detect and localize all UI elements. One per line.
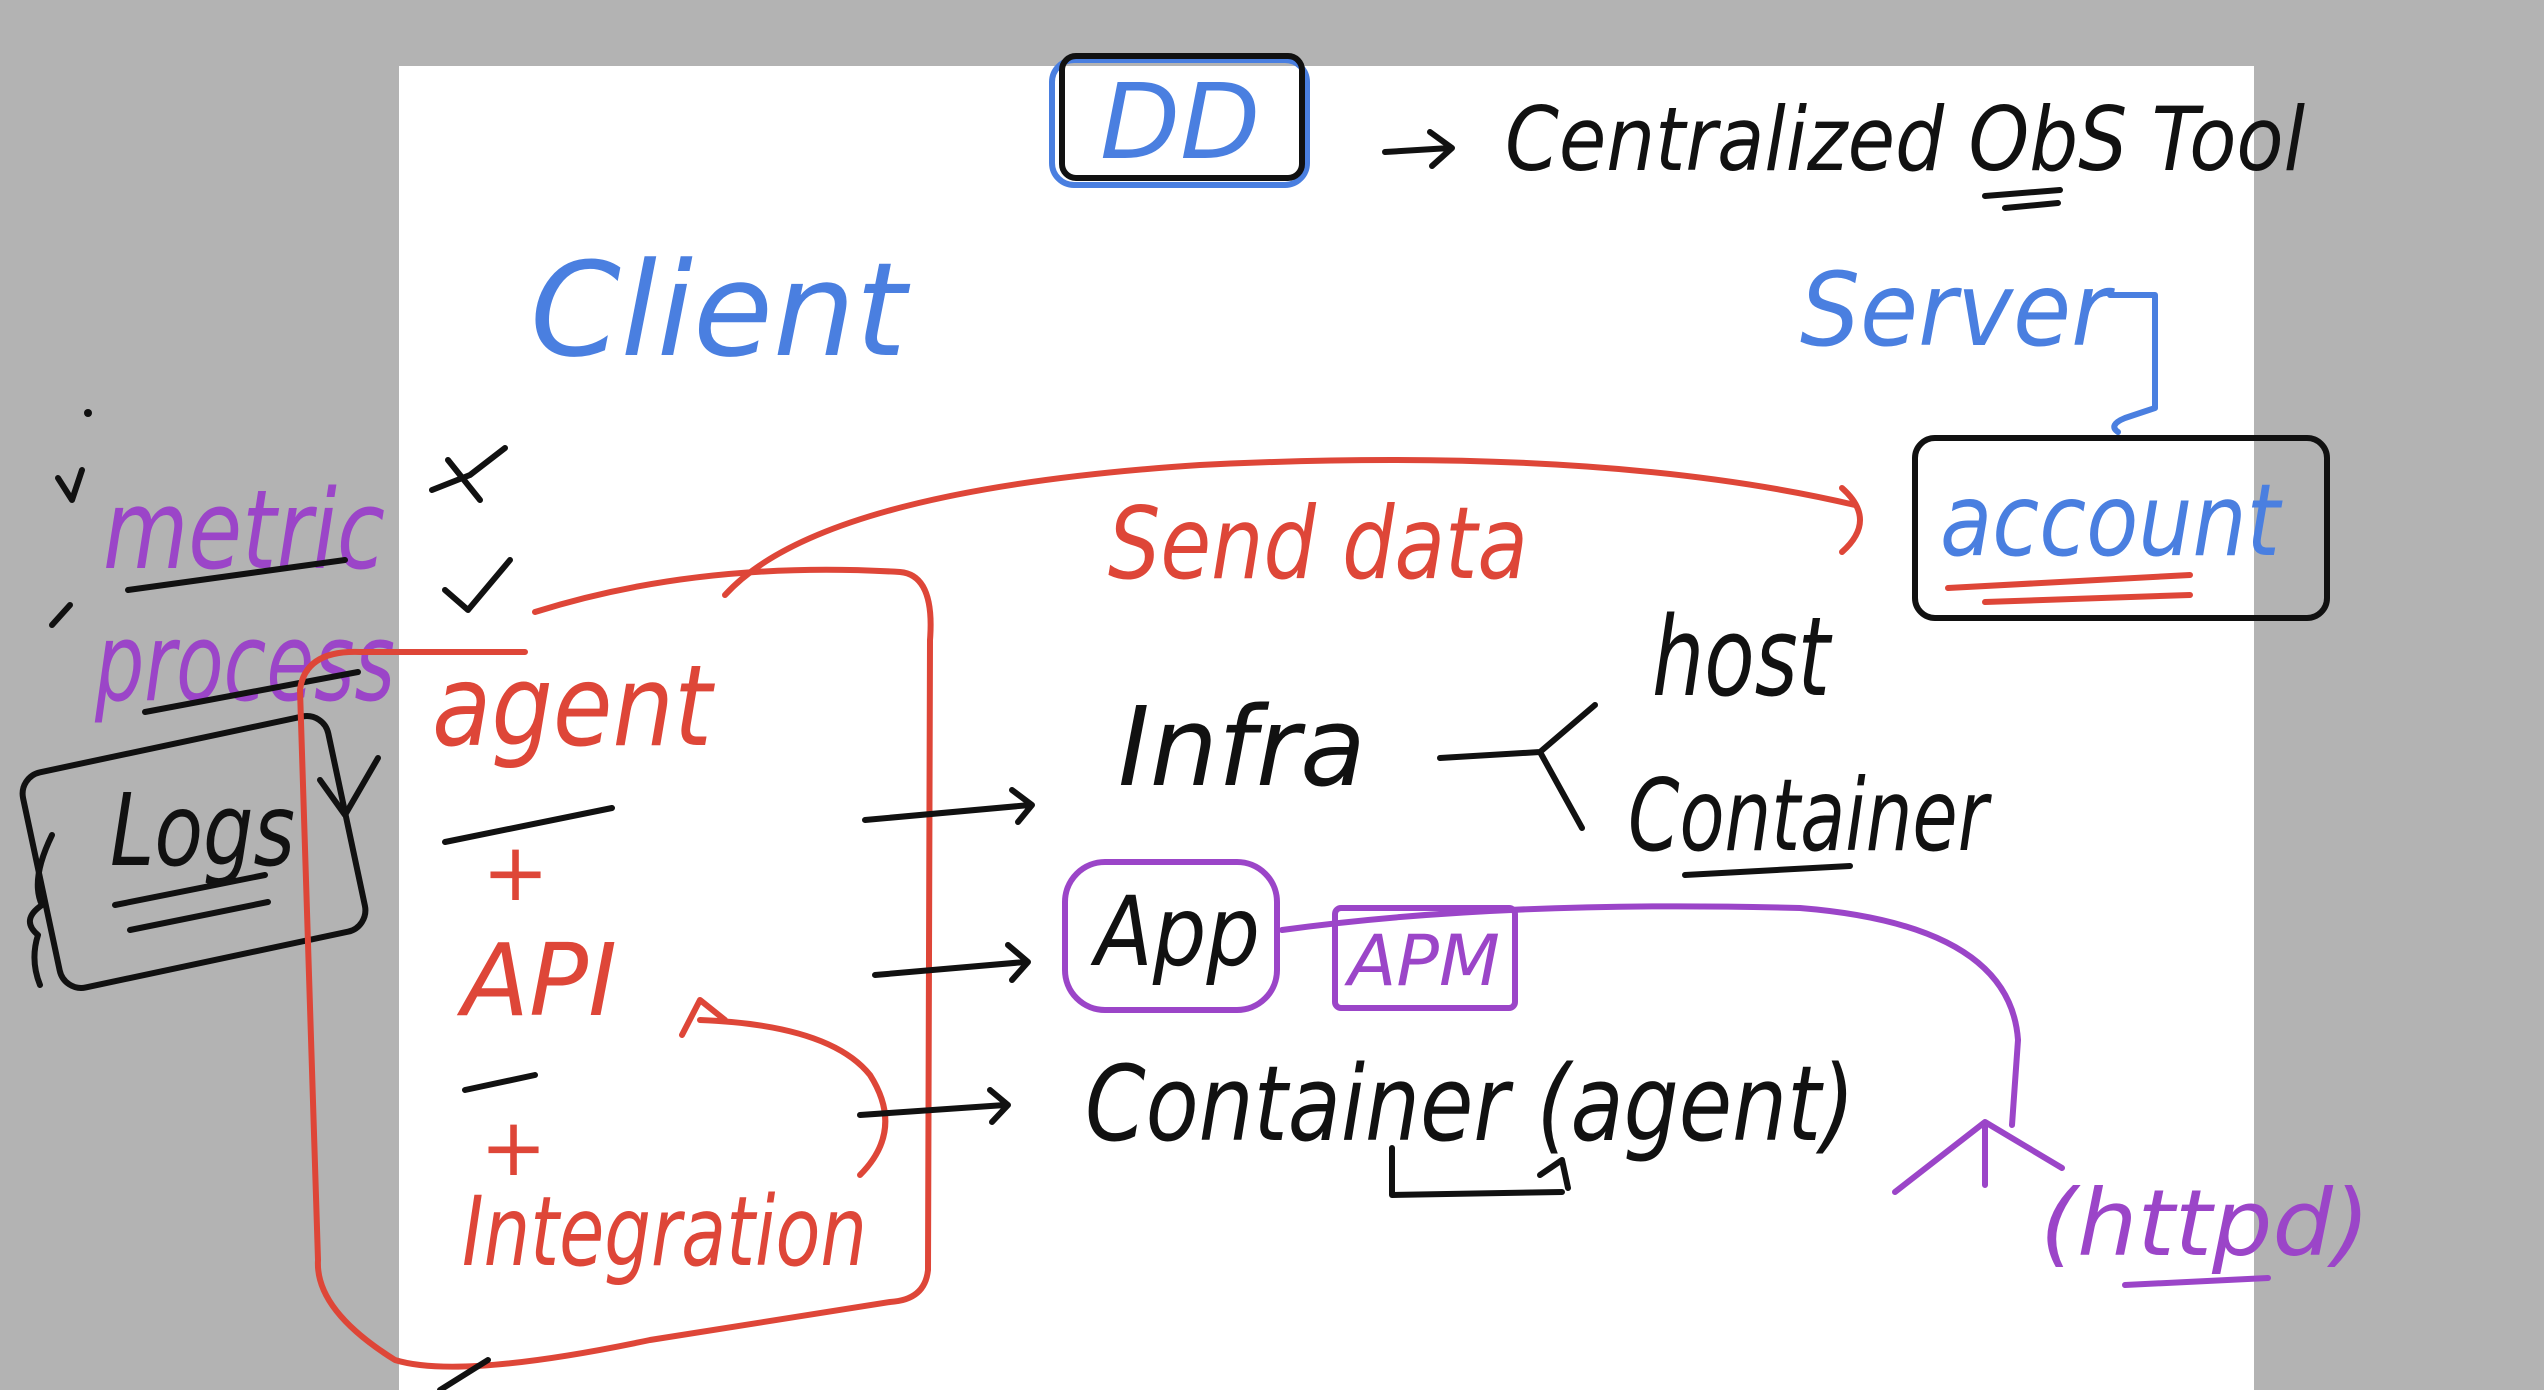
container-agent-arrow (1389, 1145, 1571, 1198)
server-bracket (2107, 292, 2158, 435)
metric-underline (125, 557, 348, 593)
obs-underline-1 (1982, 187, 2063, 199)
infra-label: Infra (1118, 683, 1366, 811)
obs-underline-2 (2002, 200, 2061, 211)
account-label: account (1940, 462, 2283, 579)
send-data-label: Send data (1108, 485, 1528, 602)
arrow-to-container (857, 1087, 1011, 1125)
container-branch-underline (1682, 863, 1853, 878)
apm-label: APM (1344, 920, 1500, 1002)
integration-label: Integration (462, 1176, 867, 1288)
client-item-process: process (94, 601, 395, 726)
agent-underline (442, 805, 615, 845)
client-title: Client (530, 234, 910, 386)
logs-brace (27, 832, 55, 988)
httpd-branch (1892, 1119, 2065, 1195)
agent-label: agent (432, 642, 716, 772)
container-agent-label: Container (agent) (1085, 1043, 1855, 1165)
send-data-curve (722, 457, 1858, 598)
app-to-httpd-curve (1279, 903, 2021, 1128)
tick-left-icon (49, 602, 73, 628)
arrow-to-app (872, 942, 1031, 983)
process-underline (142, 669, 361, 715)
httpd-label: (httpd) (2040, 1170, 2370, 1277)
logs-underline-1 (112, 872, 268, 908)
arrow-to-infra (862, 787, 1035, 825)
plus-2: + (480, 1101, 547, 1194)
dd-arrow (1382, 129, 1455, 169)
apm-box (1332, 905, 1518, 1011)
account-box (1912, 435, 2330, 621)
stray-stroke (437, 1357, 491, 1390)
client-item-logs: Logs (110, 772, 295, 889)
plus-1: + (482, 826, 549, 919)
dd-badge-text: DD (1100, 61, 1260, 183)
host-label: host (1652, 593, 1833, 721)
app-label: App (1090, 876, 1260, 988)
dd-badge-blue-outline (1049, 57, 1310, 188)
check-process-icon (442, 557, 513, 613)
account-underline-1 (1945, 572, 2193, 591)
infra-branch (1437, 702, 1598, 831)
account-underline-2 (1982, 592, 2193, 605)
dd-description: Centralized ObS Tool (1505, 88, 2305, 191)
check-metric-icon (55, 467, 85, 503)
dot-mark (84, 409, 92, 417)
whiteboard-canvas (399, 66, 2254, 1390)
container-branch-label: Container (1628, 757, 1992, 874)
send-data-arrowhead (1839, 485, 1863, 555)
api-underline (462, 1072, 538, 1093)
api-label: API (456, 922, 617, 1039)
check-logs-icon (317, 755, 381, 818)
agent-container-outline (297, 566, 934, 1370)
httpd-underline (2122, 1275, 2271, 1288)
dd-badge-black-outline (1059, 53, 1305, 181)
server-title: Server (1800, 251, 2116, 370)
check-metric-2-icon (429, 445, 508, 503)
integration-loop-arrow (679, 997, 889, 1178)
logs-underline-2 (127, 899, 271, 933)
logs-box (19, 713, 369, 991)
app-box (1062, 859, 1280, 1013)
